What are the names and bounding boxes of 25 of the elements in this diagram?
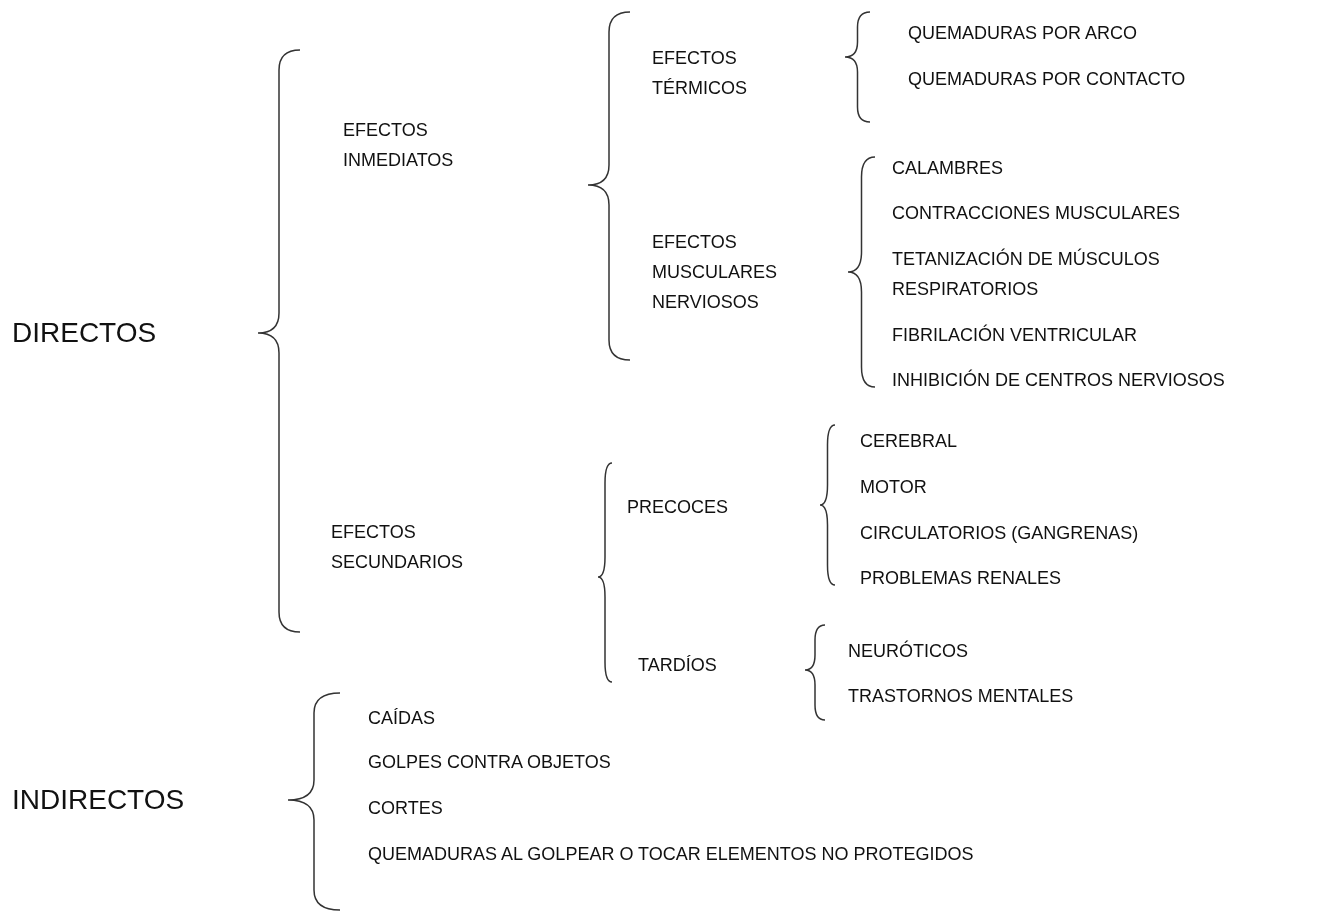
category-label: EFECTOS INMEDIATOS <box>343 119 455 172</box>
category-label: GOLPES CONTRA OBJETOS <box>368 751 611 774</box>
category-label: QUEMADURAS POR CONTACTO <box>908 68 1186 91</box>
category-label: MOTOR <box>860 476 927 499</box>
category-label: CALAMBRES <box>892 157 1004 180</box>
category-label: CONTRACCIONES MUSCULARES <box>892 202 1181 225</box>
category-label: NEURÓTICOS <box>848 639 968 663</box>
category-label: CORTES <box>368 797 443 820</box>
category-label: INHIBICIÓN DE CENTROS NERVIOSOS <box>892 368 1225 392</box>
category-label: FIBRILACIÓN VENTRICULAR <box>892 323 1138 347</box>
category-label: EFECTOS MUSCULARES NERVIOSOS <box>652 231 779 314</box>
category-label: PRECOCES <box>627 496 729 519</box>
category-label: CIRCULATORIOS (GANGRENAS) <box>860 522 1139 545</box>
category-label: QUEMADURAS AL GOLPEAR O TOCAR ELEMENTOS NO PROTEGIDOS <box>368 843 974 866</box>
category-label: DIRECTOS <box>12 316 157 350</box>
category-label: QUEMADURAS POR ARCO <box>908 22 1138 45</box>
category-label: CAÍDAS <box>368 707 436 730</box>
category-label: PROBLEMAS RENALES <box>860 567 1062 590</box>
category-label: TETANIZACIÓN DE MÚSCULOS RESPIRATORIOS <box>892 247 1161 301</box>
category-label: EFECTOS TÉRMICOS <box>652 47 748 100</box>
category-label: TRASTORNOS MENTALES <box>848 685 1074 708</box>
category-label: EFECTOS SECUNDARIOS <box>331 521 465 574</box>
category-label: INDIRECTOS <box>12 783 185 817</box>
category-label: TARDÍOS <box>638 654 717 677</box>
category-label: CEREBRAL <box>860 430 958 453</box>
